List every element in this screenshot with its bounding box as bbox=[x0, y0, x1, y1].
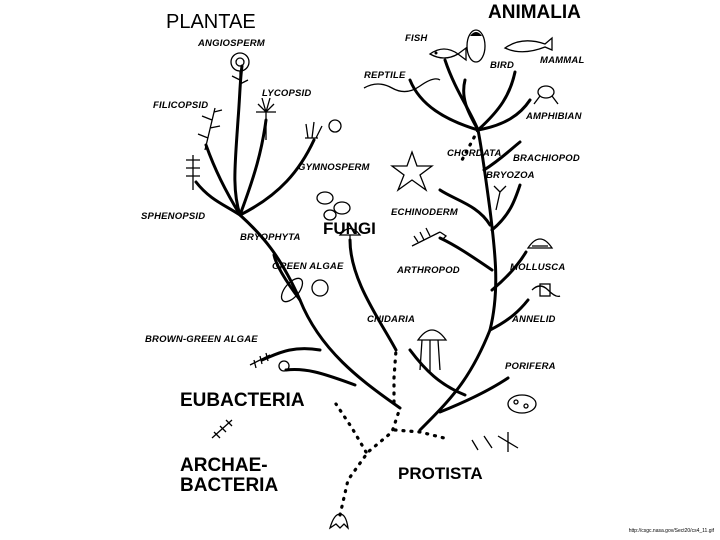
protist-icon bbox=[471, 432, 519, 452]
arthropod-branch bbox=[438, 236, 494, 272]
group-mammal-label: MAMMAL bbox=[540, 55, 585, 66]
angiosperm-branch bbox=[233, 64, 244, 217]
whale-icon bbox=[503, 36, 553, 53]
crayfish-icon bbox=[411, 227, 448, 247]
group-echinoderm-label: ECHINODERM bbox=[391, 207, 458, 218]
plant-trunk-branch bbox=[238, 213, 402, 410]
snake-icon bbox=[363, 78, 441, 93]
horsetail-icon bbox=[186, 155, 200, 190]
kingdom-eubacteria-label: EUBACTERIA bbox=[180, 390, 305, 411]
group-brachiopod-label: BRACHIOPOD bbox=[513, 153, 580, 164]
lycopsid-branch bbox=[238, 118, 268, 217]
tree-icon bbox=[256, 97, 276, 140]
group-porifera-label: PORIFERA bbox=[505, 361, 556, 372]
group-angiosperm-label: ANGIOSPERM bbox=[198, 38, 265, 49]
bacteria-dotted-branch bbox=[334, 402, 368, 454]
frog-icon bbox=[533, 85, 559, 105]
group-cnidaria-label: CNIDARIA bbox=[367, 314, 416, 325]
kingdom-plantae-label: PLANTAE bbox=[166, 11, 256, 33]
bryozoa-branch bbox=[490, 183, 522, 232]
group-arthropod-label: ARTHROPOD bbox=[397, 265, 460, 276]
clam-icon bbox=[526, 238, 554, 249]
fungi-branch bbox=[348, 238, 398, 352]
group-bryophyta-label: BRYOPHYTA bbox=[240, 232, 301, 243]
cnidaria-branch bbox=[408, 348, 467, 397]
jellyfish-icon bbox=[416, 329, 448, 372]
group-filicopsid-label: FILICOPSID bbox=[153, 100, 209, 111]
sphenopsid-branch bbox=[194, 180, 242, 217]
cone-icon bbox=[316, 191, 351, 221]
fish-icon bbox=[428, 46, 467, 62]
kingdom-fungi-label: FUNGI bbox=[323, 219, 376, 238]
annelid-branch bbox=[488, 298, 530, 332]
group-green-algae-label: GREEN ALGAE bbox=[272, 261, 344, 272]
kingdom-animalia-label: ANIMALIA bbox=[488, 2, 581, 23]
protista-dotted-branch bbox=[393, 428, 446, 440]
group-mollusca-label: MOLLUSCA bbox=[510, 262, 566, 273]
group-annelid-label: ANNELID bbox=[512, 314, 556, 325]
group-fish-label: FISH bbox=[405, 33, 428, 44]
porifera-branch bbox=[438, 376, 510, 414]
bryozoan-icon bbox=[493, 185, 507, 211]
reptile-branch bbox=[408, 78, 480, 132]
center-dotted-branch bbox=[392, 348, 398, 404]
mollusca-branch bbox=[490, 250, 528, 292]
penguin-icon bbox=[466, 29, 486, 63]
origin-cell-icon bbox=[328, 513, 349, 530]
brown-green-algae-branch bbox=[260, 347, 322, 362]
group-bird-label: BIRD bbox=[490, 60, 515, 71]
eubacteria-link-branch bbox=[284, 368, 357, 387]
group-brown-green-algae-label: BROWN-GREEN ALGAE bbox=[145, 334, 258, 345]
worm-icon bbox=[531, 283, 561, 298]
group-reptile-label: REPTILE bbox=[364, 70, 406, 81]
sponge-icon bbox=[507, 394, 537, 414]
flower-icon bbox=[230, 52, 250, 90]
origin-dotted-trunk bbox=[338, 406, 402, 517]
group-bryozoa-label: BRYOZOA bbox=[486, 170, 535, 181]
kingdom-protista-label: PROTISTA bbox=[398, 464, 483, 483]
filicopsid-branch bbox=[204, 143, 242, 217]
fish-branch bbox=[443, 58, 480, 132]
moss-icon bbox=[305, 119, 342, 139]
diatom-icon bbox=[280, 277, 329, 303]
chordata-dotted-node bbox=[460, 128, 480, 162]
animal-trunk-branch bbox=[418, 128, 498, 432]
group-chordata-label: CHORDATA bbox=[447, 148, 502, 159]
gymnosperm-branch bbox=[238, 138, 316, 217]
fern-icon bbox=[197, 107, 223, 151]
echinoderm-branch bbox=[438, 188, 492, 227]
amphibian-branch bbox=[476, 98, 532, 132]
kingdom-archaebacteria-label: ARCHAE- BACTERIA bbox=[180, 455, 279, 496]
bacteria-icon bbox=[249, 352, 290, 372]
starfish-icon bbox=[390, 150, 434, 192]
mushroom-icon bbox=[338, 227, 362, 245]
group-lycopsid-label: LYCOPSID bbox=[262, 88, 312, 99]
group-gymnosperm-label: GYMNOSPERM bbox=[298, 162, 370, 173]
group-sphenopsid-label: SPHENOPSID bbox=[141, 211, 206, 222]
brachiopod-branch bbox=[482, 140, 522, 172]
source-credit: http://csgc.nasa.gov/Sect20/cs4_11.gif bbox=[628, 528, 714, 534]
group-amphibian-label: AMPHIBIAN bbox=[526, 111, 582, 122]
archaea-icon bbox=[211, 419, 233, 439]
mammal-branch bbox=[476, 70, 517, 132]
